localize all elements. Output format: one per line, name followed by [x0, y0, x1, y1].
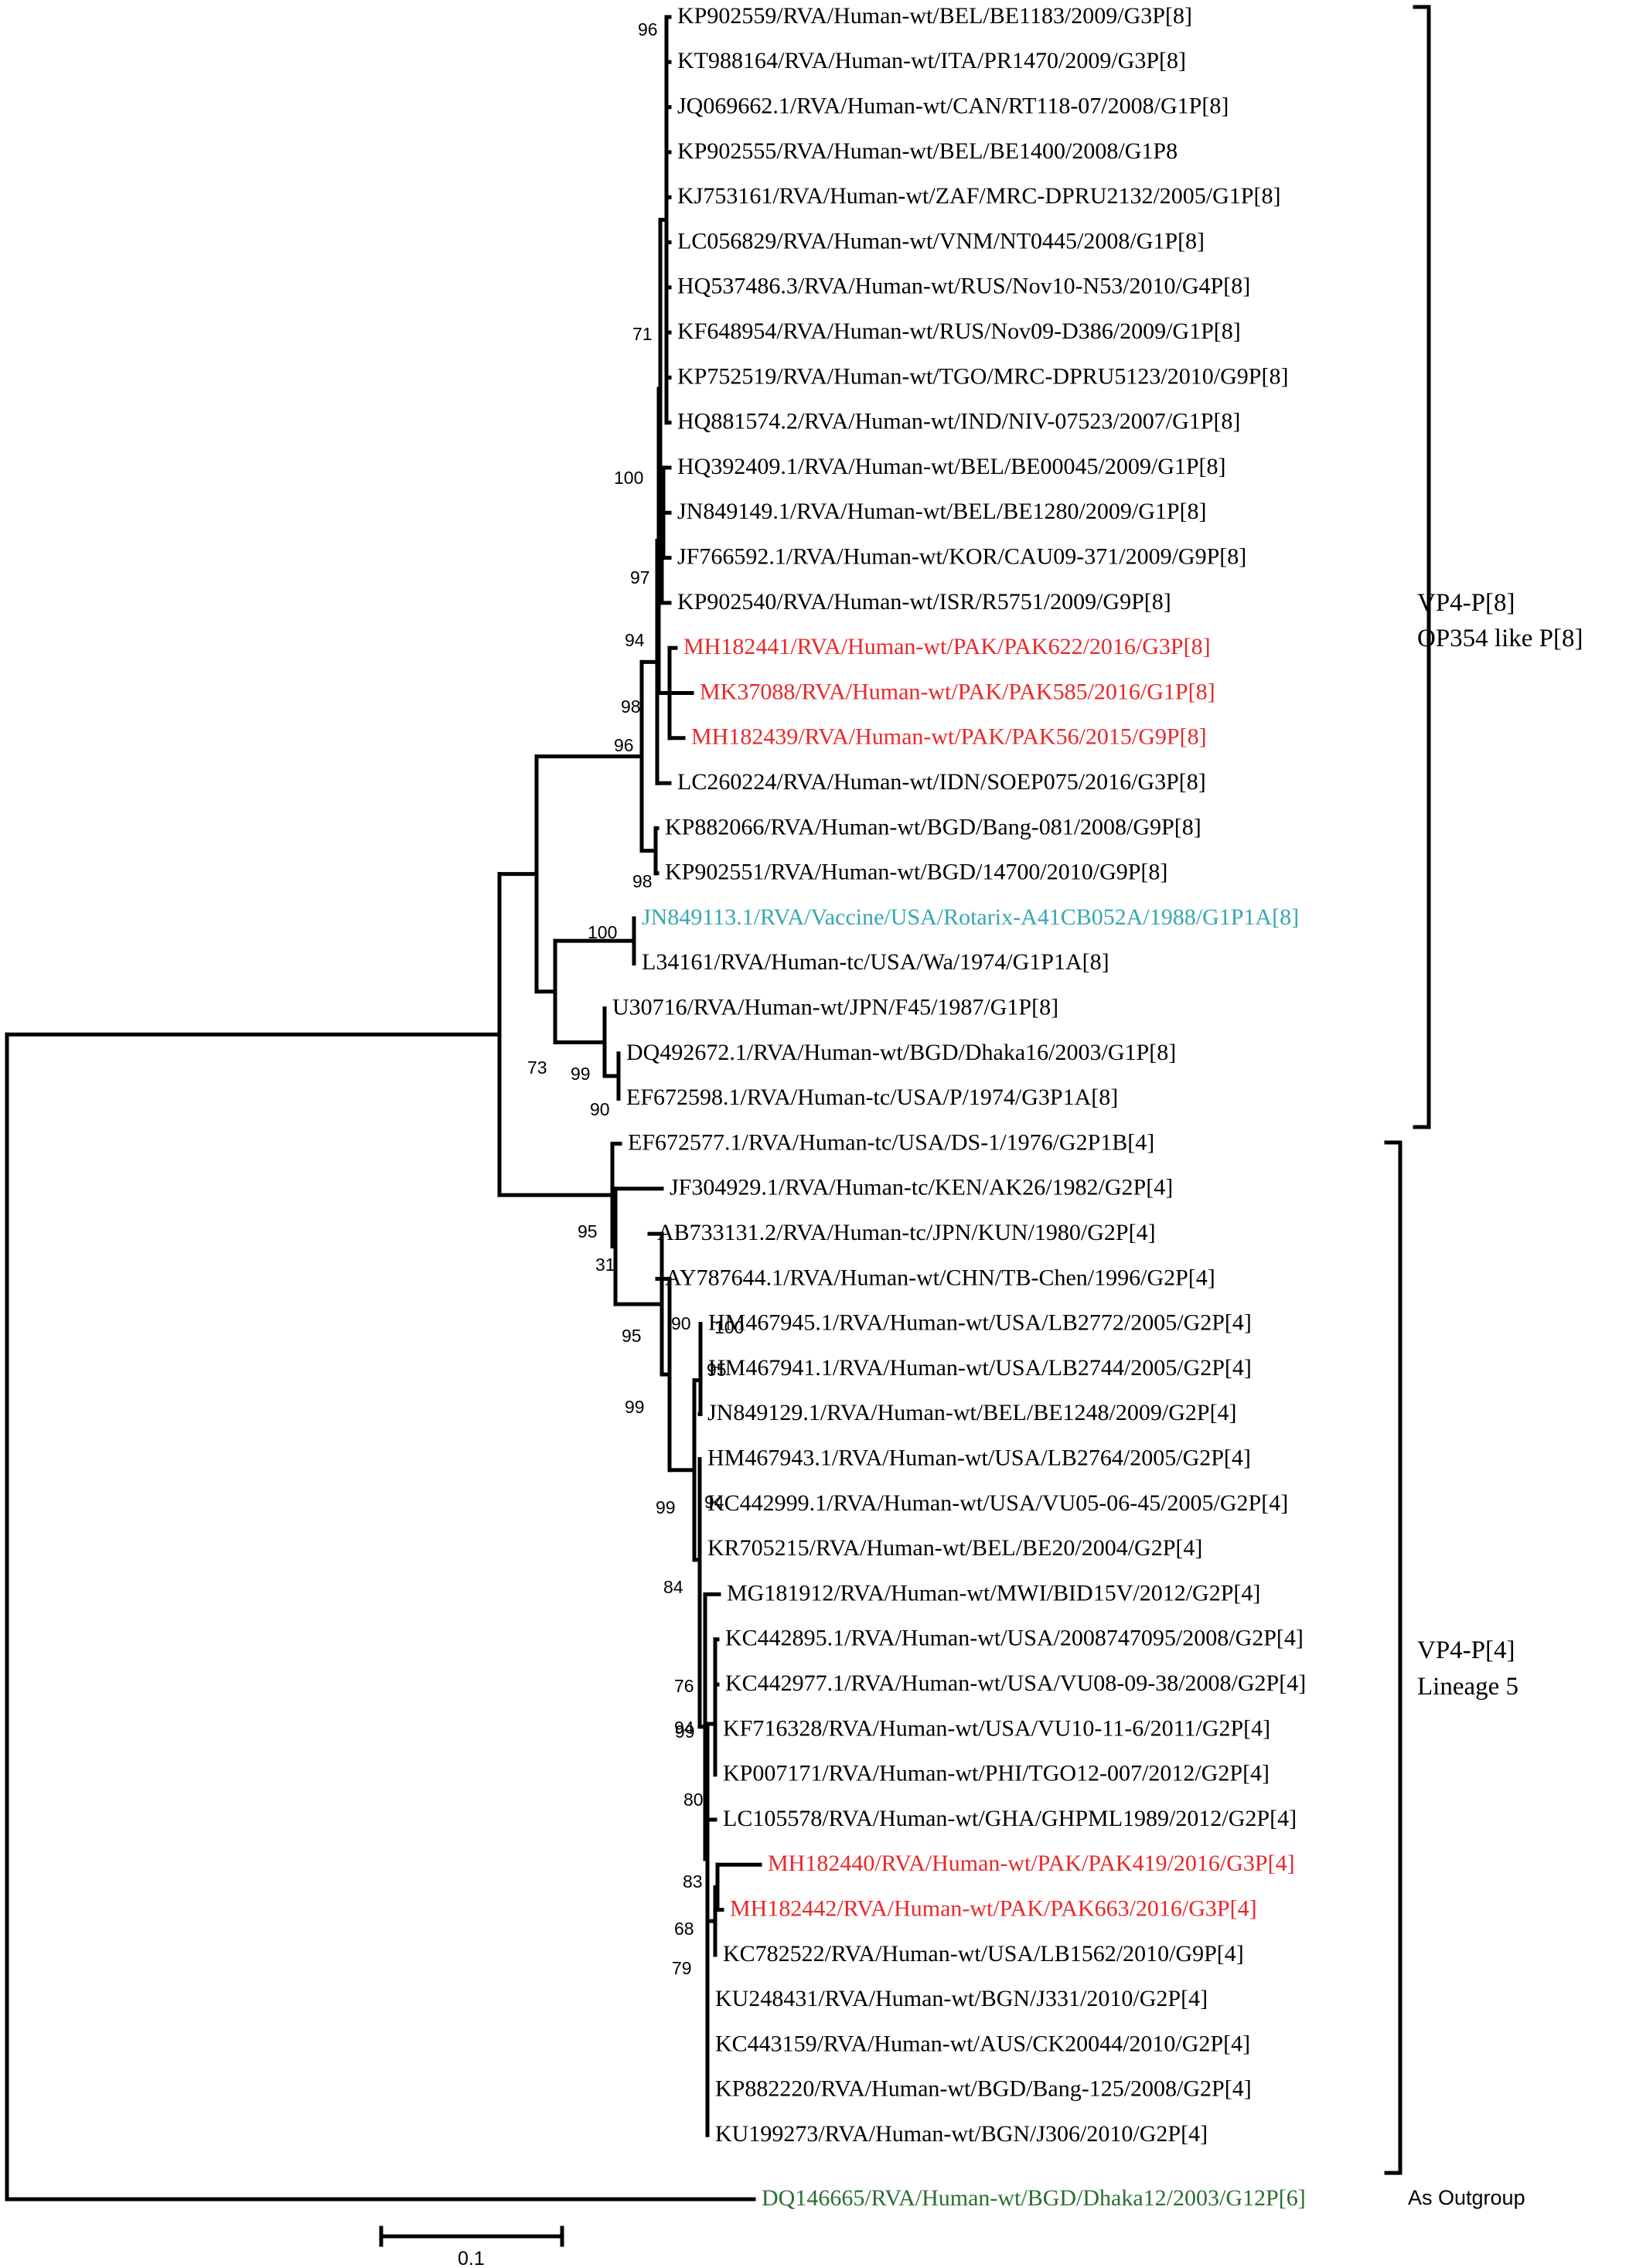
bootstrap-value: 90	[590, 1099, 610, 1119]
scale-bar-label: 0.1	[458, 2248, 485, 2268]
bootstrap-value: 94	[625, 630, 645, 650]
bootstrap-value: 100	[588, 922, 617, 942]
taxon-label: AY787644.1/RVA/Human-wt/CHN/TB-Chen/1996…	[665, 1265, 1215, 1290]
bootstrap-value: 73	[527, 1057, 547, 1078]
taxon-label: KC442977.1/RVA/Human-wt/USA/VU08-09-38/2…	[725, 1670, 1306, 1696]
bootstrap-value: 80	[683, 1790, 704, 1810]
taxon-label: KC442895.1/RVA/Human-wt/USA/2008747095/2…	[725, 1626, 1304, 1651]
taxon-label: LC056829/RVA/Human-wt/VNM/NT0445/2008/G1…	[677, 228, 1205, 254]
taxon-label: DQ492672.1/RVA/Human-wt/BGD/Dhaka16/2003…	[626, 1040, 1176, 1065]
taxon-label: KP902555/RVA/Human-wt/BEL/BE1400/2008/G1…	[677, 138, 1178, 164]
clade-p8-sublabel: OP354 like P[8]	[1417, 625, 1583, 652]
taxon-label: JN849149.1/RVA/Human-wt/BEL/BE1280/2009/…	[677, 499, 1207, 524]
bootstrap-value: 98	[621, 696, 641, 717]
bootstrap-value: 99	[625, 1397, 645, 1417]
bootstrap-value: 79	[672, 1958, 692, 1978]
taxon-label: JQ069662.1/RVA/Human-wt/CAN/RT118-07/200…	[677, 93, 1229, 118]
taxon-label: MG181912/RVA/Human-wt/MWI/BID15V/2012/G2…	[727, 1580, 1260, 1606]
taxon-label: HM467943.1/RVA/Human-wt/USA/LB2764/2005/…	[707, 1445, 1251, 1470]
clade-p8-bracket: VP4-P[8] OP354 like P[8]	[1413, 5, 1583, 1129]
taxon-label: KT988164/RVA/Human-wt/ITA/PR1470/2009/G3…	[677, 48, 1186, 73]
taxon-label: KF716328/RVA/Human-wt/USA/VU10-11-6/2011…	[723, 1715, 1270, 1741]
bootstrap-value: 94	[674, 1718, 694, 1738]
taxon-label: KU248431/RVA/Human-wt/BGN/J331/2010/G2P[…	[715, 1986, 1208, 2011]
taxon-label: LC260224/RVA/Human-wt/IDN/SOEP075/2016/G…	[677, 769, 1206, 795]
bootstrap-value: 99	[675, 1721, 695, 1742]
taxon-label: KP752519/RVA/Human-wt/TGO/MRC-DPRU5123/2…	[677, 363, 1288, 389]
bootstrap-value: 84	[663, 1577, 683, 1597]
clade-p4-sublabel: Lineage 5	[1417, 1673, 1518, 1701]
bootstrap-value: 95	[578, 1221, 598, 1241]
bootstrap-value: 71	[632, 324, 653, 344]
clade-p4-bracket: VP4-P[4] Lineage 5	[1384, 1140, 1518, 2175]
bootstrap-value: 90	[671, 1313, 691, 1333]
taxon-label: KP007171/RVA/Human-wt/PHI/TGO12-007/2012…	[723, 1761, 1270, 1786]
bootstrap-value: 31	[595, 1255, 615, 1275]
taxon-label: KC443159/RVA/Human-wt/AUS/CK20044/2010/G…	[715, 2031, 1250, 2056]
bootstrap-value: 95	[622, 1326, 642, 1346]
taxon-label: KP882066/RVA/Human-wt/BGD/Bang-081/2008/…	[665, 814, 1201, 839]
outgroup-taxon-label: DQ146665/RVA/Human-wt/BGD/Dhaka12/2003/G…	[762, 2185, 1306, 2211]
taxon-label: HQ392409.1/RVA/Human-wt/BEL/BE00045/2009…	[677, 454, 1226, 479]
bootstrap-value: 83	[683, 1871, 703, 1892]
taxon-label: JF304929.1/RVA/Human-tc/KEN/AK26/1982/G2…	[670, 1175, 1173, 1200]
clade-p4-label: VP4-P[4]	[1417, 1636, 1515, 1664]
taxon-label: JF766592.1/RVA/Human-wt/KOR/CAU09-371/20…	[677, 543, 1246, 569]
taxon-label: KP902559/RVA/Human-wt/BEL/BE1183/2009/G3…	[677, 3, 1192, 29]
taxon-label: MH182442/RVA/Human-wt/PAK/PAK663/2016/G3…	[730, 1895, 1257, 1921]
taxon-label: KU199273/RVA/Human-wt/BGN/J306/2010/G2P[…	[715, 2121, 1208, 2147]
taxon-label: MH182440/RVA/Human-wt/PAK/PAK419/2016/G3…	[768, 1851, 1295, 1876]
taxon-label: U30716/RVA/Human-wt/JPN/F45/1987/G1P[8]	[612, 994, 1058, 1020]
taxon-label: EF672598.1/RVA/Human-tc/USA/P/1974/G3P1A…	[626, 1085, 1118, 1110]
bootstrap-value: 100	[614, 468, 643, 488]
bootstrap-value: 94	[704, 1492, 724, 1512]
taxon-label: KP882220/RVA/Human-wt/BGD/Bang-125/2008/…	[715, 2076, 1252, 2102]
taxon-labels: KP902559/RVA/Human-wt/BEL/BE1183/2009/G3…	[612, 3, 1306, 2211]
taxon-label: AB733131.2/RVA/Human-tc/JPN/KUN/1980/G2P…	[657, 1220, 1156, 1245]
tree-branches	[5, 15, 762, 2202]
bootstrap-value: 98	[632, 871, 653, 891]
bootstrap-value: 76	[674, 1676, 694, 1696]
taxon-label: KJ753161/RVA/Human-wt/ZAF/MRC-DPRU2132/2…	[677, 183, 1280, 209]
taxon-label: MK37088/RVA/Human-wt/PAK/PAK585/2016/G1P…	[700, 679, 1215, 704]
taxon-label: KP902551/RVA/Human-wt/BGD/14700/2010/G9P…	[665, 860, 1167, 885]
taxon-label: HM467945.1/RVA/Human-wt/USA/LB2772/2005/…	[708, 1310, 1252, 1336]
outgroup-note: As Outgroup	[1408, 2186, 1525, 2209]
scale-bar: 0.1	[379, 2225, 564, 2268]
taxon-label: LC105578/RVA/Human-wt/GHA/GHPML1989/2012…	[723, 1806, 1297, 1831]
taxon-label: KR705215/RVA/Human-wt/BEL/BE20/2004/G2P[…	[707, 1535, 1202, 1561]
bootstrap-value: 100	[714, 1317, 744, 1337]
taxon-label: L34161/RVA/Human-tc/USA/Wa/1974/G1P1A[8]	[642, 949, 1109, 975]
clade-p8-label: VP4-P[8]	[1417, 589, 1515, 617]
bootstrap-value: 96	[614, 735, 634, 755]
taxon-label: JN849113.1/RVA/Vaccine/USA/Rotarix-A41CB…	[642, 904, 1299, 930]
bootstrap-value: 68	[674, 1919, 694, 1939]
taxon-label: MH182439/RVA/Human-wt/PAK/PAK56/2015/G9P…	[691, 724, 1207, 750]
taxon-label: HM467941.1/RVA/Human-wt/USA/LB2744/2005/…	[708, 1355, 1252, 1381]
bootstrap-value: 97	[630, 567, 650, 587]
taxon-label: KF648954/RVA/Human-wt/RUS/Nov09-D386/200…	[677, 318, 1241, 344]
taxon-label: KP902540/RVA/Human-wt/ISR/R5751/2009/G9P…	[677, 589, 1171, 615]
taxon-label: JN849129.1/RVA/Human-wt/BEL/BE1248/2009/…	[707, 1400, 1237, 1425]
bootstrap-value: 96	[638, 19, 658, 39]
taxon-label: MH182441/RVA/Human-wt/PAK/PAK622/2016/G3…	[683, 634, 1211, 659]
taxon-label: HQ537486.3/RVA/Human-wt/RUS/Nov10-N53/20…	[677, 274, 1250, 299]
bootstrap-value: 99	[571, 1064, 591, 1084]
taxon-label: KC442999.1/RVA/Human-wt/USA/VU05-06-45/2…	[707, 1490, 1288, 1516]
bootstrap-value: 99	[656, 1497, 676, 1517]
taxon-label: KC782522/RVA/Human-wt/USA/LB1562/2010/G9…	[723, 1941, 1244, 1967]
bootstrap-value: 95	[707, 1360, 727, 1380]
taxon-label: EF672577.1/RVA/Human-tc/USA/DS-1/1976/G2…	[628, 1129, 1154, 1155]
taxon-label: HQ881574.2/RVA/Human-wt/IND/NIV-07523/20…	[677, 409, 1240, 434]
